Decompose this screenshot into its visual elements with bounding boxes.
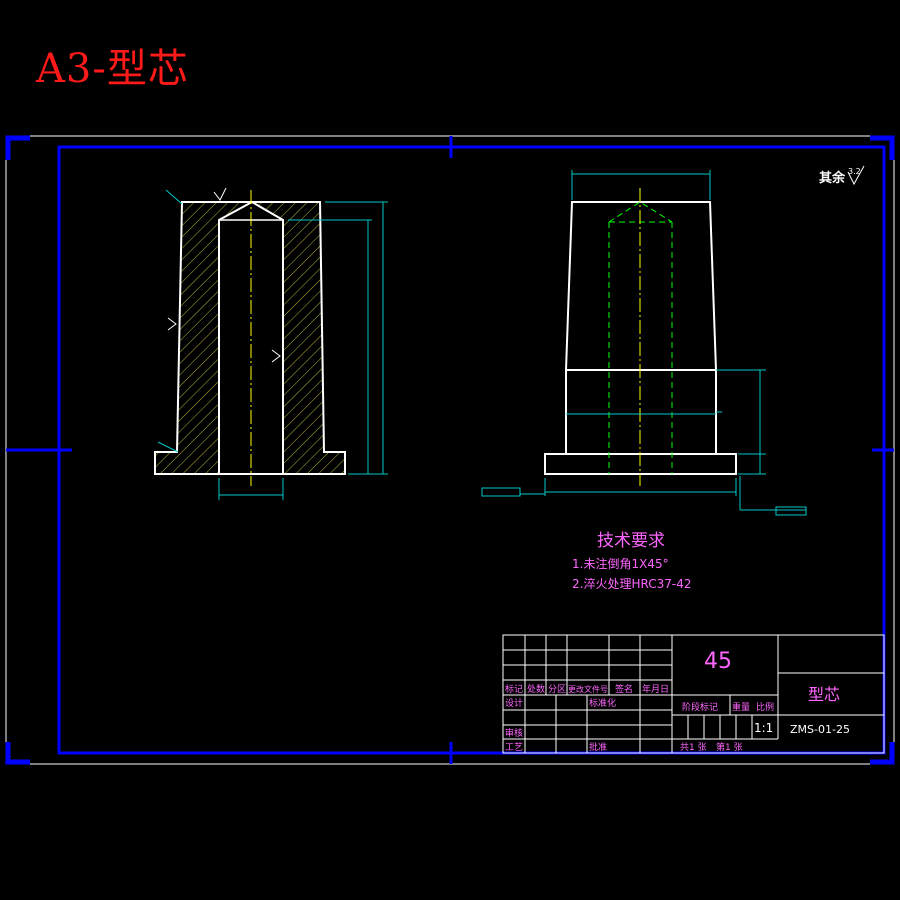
tolerance-frame-right <box>775 506 807 516</box>
header-weight: 重量 <box>732 701 750 713</box>
centering-marks <box>6 136 894 764</box>
tech-requirement-item: 1.未注倒角1X45° <box>572 556 669 571</box>
header-review: 审核 <box>505 727 523 739</box>
external-hidden-bore <box>608 201 673 474</box>
header-zone: 分区 <box>548 684 566 695</box>
roughness-value: 3.2 <box>848 167 861 176</box>
external-outline-lower <box>565 369 717 455</box>
section-bore <box>218 200 284 474</box>
header-stage-mark: 阶段标记 <box>682 701 718 713</box>
tolerance-frame-left <box>481 487 521 497</box>
corner-marks <box>5 135 895 765</box>
section-dimensions <box>157 189 388 500</box>
section-hatch-right <box>283 202 345 474</box>
part-name: 型芯 <box>808 685 840 704</box>
header-date: 年月日 <box>642 683 669 695</box>
tech-requirement-item: 2.淬火处理HRC37-42 <box>572 576 691 591</box>
sheet-number: 第1 张 <box>716 741 743 753</box>
header-mark: 标记 <box>505 683 523 695</box>
outer-border <box>5 135 895 765</box>
section-hatch-left <box>155 202 219 474</box>
roughness-symbols-left <box>167 187 281 363</box>
external-dimensions <box>520 170 806 511</box>
title-block <box>502 634 885 754</box>
section-hatch-top <box>219 202 283 220</box>
section-outline <box>154 201 346 475</box>
header-count: 处数 <box>527 683 545 695</box>
header-scale: 比例 <box>756 701 774 713</box>
drawing-number: ZMS-01-25 <box>790 723 850 736</box>
header-standardize: 标准化 <box>589 697 616 709</box>
header-process: 工艺 <box>505 742 523 753</box>
sheets-total: 共1 张 <box>680 742 707 753</box>
other-surfaces-label: 其余 <box>819 170 846 186</box>
material: 45 <box>704 649 732 674</box>
header-design: 设计 <box>505 697 523 709</box>
external-outline-upper <box>564 201 718 371</box>
title-block-text: 45 型芯 ZMS-01-25 1:1 标记 处数 分区 更改文件号 签名 年月… <box>505 649 850 753</box>
scale-value: 1:1 <box>754 721 773 735</box>
section-view <box>154 187 388 500</box>
external-view <box>481 165 865 516</box>
sheet-title: A3-型芯 <box>36 46 189 92</box>
roughness-symbol-general <box>847 165 865 186</box>
tech-requirements-heading: 技术要求 <box>597 531 665 551</box>
header-change-doc: 更改文件号 <box>568 684 608 694</box>
header-approve: 批准 <box>589 741 607 753</box>
header-signature: 签名 <box>615 683 633 695</box>
